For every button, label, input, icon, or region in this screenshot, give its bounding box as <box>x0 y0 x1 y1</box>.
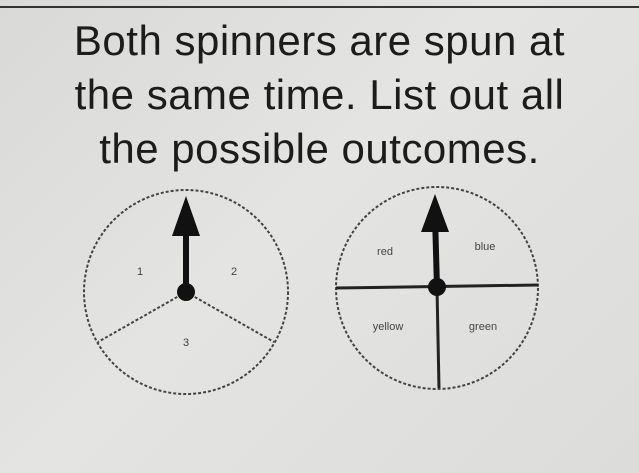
question-prompt: Both spinners are spun at the same time.… <box>0 14 639 176</box>
spinner-a-divider <box>185 291 275 343</box>
top-rule <box>0 6 639 8</box>
arrow-head-icon <box>172 196 200 236</box>
spinner-a-section-label: 1 <box>137 266 143 278</box>
prompt-line-2: the same time. List out all <box>74 71 565 118</box>
spinner-b-section-label: blue <box>475 241 496 253</box>
spinner-three-section: 1 2 3 <box>83 189 289 395</box>
spinner-a-divider <box>97 291 187 343</box>
prompt-line-1: Both spinners are spun at <box>73 17 566 64</box>
spinner-a-section-label: 2 <box>231 266 237 278</box>
prompt-line-3: the possible outcomes. <box>99 125 540 172</box>
arrow-head-icon <box>421 194 449 232</box>
spinner-a-pivot <box>177 283 195 301</box>
spinner-a-outline <box>83 189 289 395</box>
spinner-b-section-label: green <box>469 321 497 333</box>
spinner-b-pivot <box>428 278 446 296</box>
spinner-b-divider <box>435 287 441 389</box>
spinner-b-section-label: red <box>377 246 393 258</box>
spinner-a-section-label: 3 <box>183 337 189 349</box>
spinner-b-section-label: yellow <box>373 321 404 333</box>
spinner-four-section: red blue yellow green <box>335 186 539 390</box>
